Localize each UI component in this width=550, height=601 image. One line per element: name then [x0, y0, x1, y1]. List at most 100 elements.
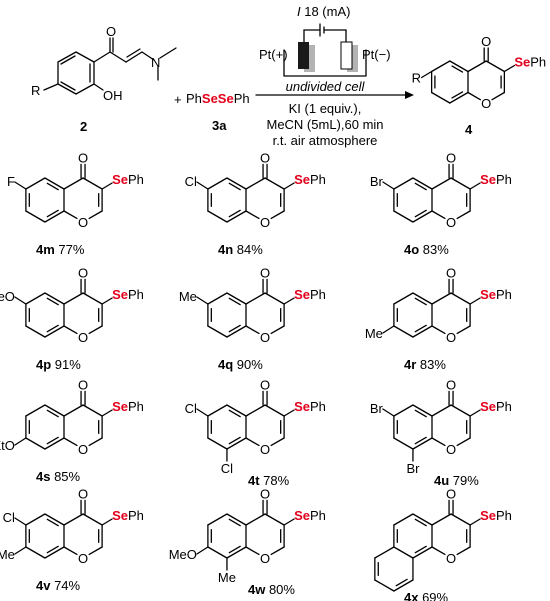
seph-group-label: SePh [294, 399, 326, 414]
ring-oxygen-label: O [78, 551, 88, 566]
diphenyl-diselenide-label: PhSeSePh [186, 91, 250, 106]
seph-group-label: SePh [112, 172, 144, 187]
product-4x: O O SePh 4x 69% [374, 486, 512, 601]
carbonyl-oxygen-label: O [78, 265, 88, 280]
ring-oxygen-label: O [78, 330, 88, 345]
seph-group-label: SePh [112, 508, 144, 523]
carbonyl-oxygen-label: O [260, 265, 270, 280]
r-substituent-label: R [31, 83, 40, 98]
product-4q: O O SePh Me 4q 90% [179, 265, 326, 372]
condition-reagent: KI (1 equiv.), [289, 101, 362, 116]
r-substituent-label: R [412, 71, 421, 86]
substituent-c8-label: Cl [221, 461, 233, 476]
carbonyl-oxygen-label: O [446, 377, 456, 392]
compound-label-yield: 4m 77% [36, 242, 85, 257]
compound-label-yield: 4s 85% [36, 469, 81, 484]
ring-oxygen-label: O [78, 442, 88, 457]
substituent-c8-label: Me [218, 570, 236, 585]
substituent-c6-label: Br [370, 174, 384, 189]
seph-group-label: SePh [294, 287, 326, 302]
carbonyl-oxygen-label: O [260, 377, 270, 392]
seph-group-label: SePh [480, 399, 512, 414]
product-4n: O O SePh Cl 4n 84% [185, 150, 326, 257]
carbonyl-oxygen-label: O [78, 377, 88, 392]
compound-label-yield: 4q 90% [218, 357, 263, 372]
reagent-3a-label: 3a [212, 118, 227, 133]
substituent-c7-label: MeO [169, 547, 197, 562]
substituent-c6-label: Me [179, 289, 197, 304]
ring-oxygen-label: O [446, 442, 456, 457]
anode-shadow [304, 45, 315, 72]
carbonyl-oxygen-label: O [78, 486, 88, 501]
compound-label-yield: 4w 80% [248, 582, 295, 597]
ring-oxygen-label: O [481, 96, 491, 111]
electrochemical-cell: I 18 (mA) Pt(+) Pt(−) undivided cell [259, 4, 391, 94]
seph-group-label: SePh [294, 508, 326, 523]
substituent-c7-label: EtO [0, 438, 15, 453]
carbonyl-oxygen-label: O [446, 486, 456, 501]
substituent-c6-label: MeO [0, 289, 15, 304]
ring-oxygen-label: O [446, 330, 456, 345]
seph-group-label: SePh [480, 287, 512, 302]
product-4-label: 4 [465, 122, 473, 137]
amine-n-label: N [151, 55, 160, 70]
carbonyl-oxygen-label: O [260, 150, 270, 165]
carbonyl-o-label: O [106, 24, 116, 39]
substituent-c6-label: Cl [185, 174, 197, 189]
product-4s: O O SePhEtO 4s 85% [0, 377, 144, 484]
product-4m: O O SePh F 4m 77% [7, 150, 144, 257]
ring-oxygen-label: O [446, 215, 456, 230]
plus-sign: + [174, 92, 182, 107]
carbonyl-oxygen-label: O [260, 486, 270, 501]
seph-group-label: SePh [294, 172, 326, 187]
current-label: I 18 (mA) [297, 4, 350, 19]
ring-oxygen-label: O [260, 551, 270, 566]
condition-temp-atmosphere: r.t. air atmosphere [273, 133, 378, 148]
seph-group-label: SePh [480, 508, 512, 523]
compound-label-yield: 4n 84% [218, 242, 263, 257]
compound-label-yield: 4x 69% [404, 590, 449, 601]
substituent-c7-label: Me [0, 547, 15, 562]
ring-oxygen-label: O [260, 215, 270, 230]
compound-label-yield: 4r 83% [404, 357, 446, 372]
reactant-2-label: 2 [80, 119, 87, 134]
compound-label-yield: 4p 91% [36, 357, 81, 372]
ring-oxygen-label: O [260, 330, 270, 345]
carbonyl-oxygen-label: O [78, 150, 88, 165]
anode-electrode [298, 42, 309, 69]
seph-group-label: SePh [480, 172, 512, 187]
ring-oxygen-label: O [78, 215, 88, 230]
carbonyl-oxygen-label: O [481, 34, 491, 49]
substituent-c6-label: F [7, 174, 15, 189]
seph-group-label: SePh [112, 287, 144, 302]
substituent-c6-label: Br [370, 401, 384, 416]
substituent-c6-label: Cl [185, 401, 197, 416]
ring-oxygen-label: O [446, 551, 456, 566]
product-4o: O O SePh Br 4o 83% [370, 150, 512, 257]
compound-label-yield: 4o 83% [404, 242, 449, 257]
product-4p: O O SePh MeO 4p 91% [0, 265, 144, 372]
cathode-electrode [340, 41, 353, 70]
ring-oxygen-label: O [260, 442, 270, 457]
seph-group-label: SePh [514, 55, 546, 70]
condition-solvent-time: MeCN (5mL),60 min [266, 117, 383, 132]
substituent-c7-label: Me [365, 326, 383, 341]
carbonyl-oxygen-label: O [446, 265, 456, 280]
anode-label: Pt(+) [259, 47, 288, 62]
substituent-c6-label: Cl [3, 510, 15, 525]
cathode-label: Pt(−) [362, 47, 391, 62]
substituent-c8-label: Br [406, 461, 420, 476]
compound-label-yield: 4t 78% [248, 473, 290, 488]
hydroxyl-label: OH [103, 88, 123, 103]
carbonyl-oxygen-label: O [446, 150, 456, 165]
cell-type-label: undivided cell [286, 79, 366, 94]
seph-group-label: SePh [112, 399, 144, 414]
reactant-2-structure: O N OH R 2 [31, 24, 177, 134]
